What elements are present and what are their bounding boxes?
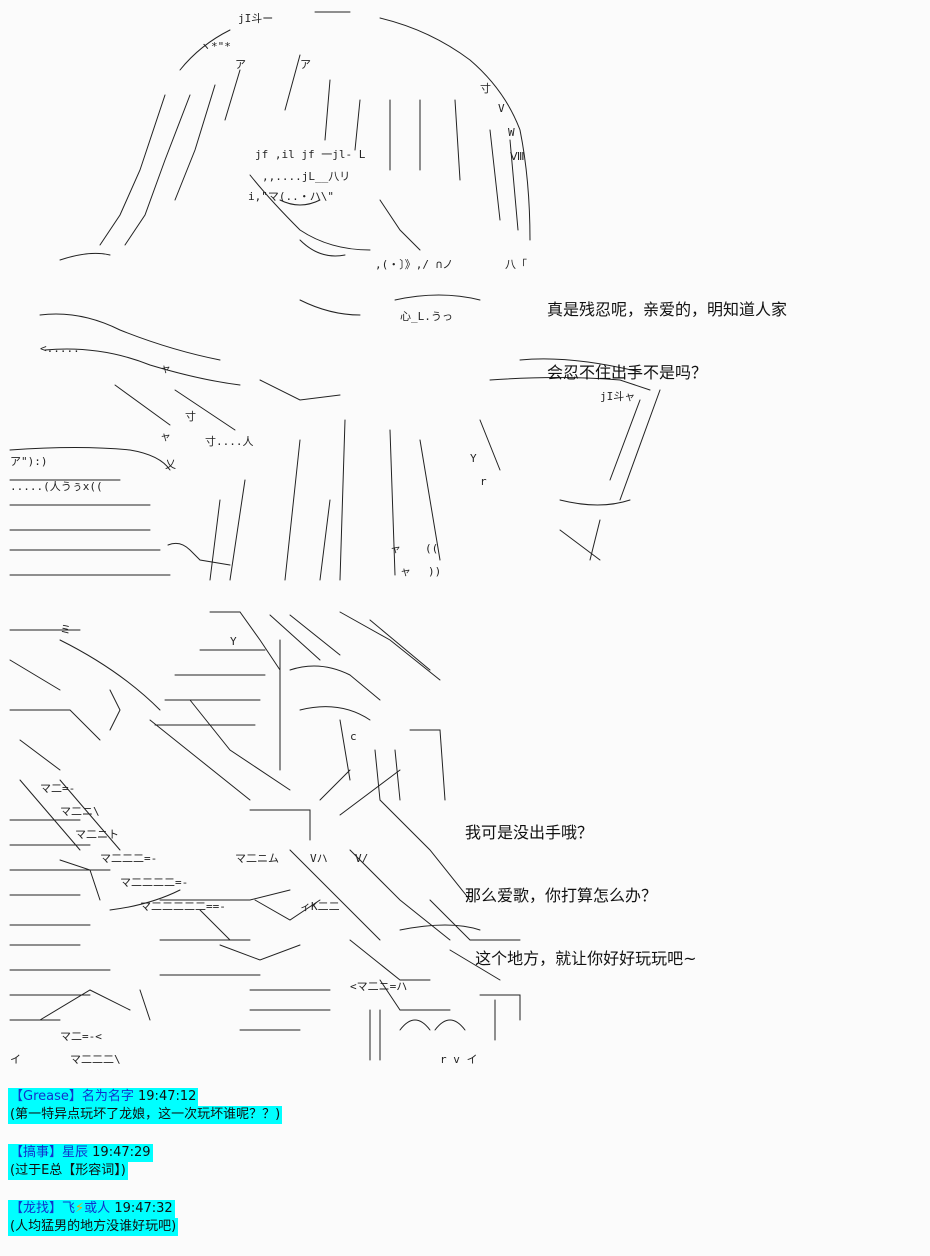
svg-text:,,....jL__八リ: ,,....jL__八リ bbox=[262, 170, 350, 183]
comment-user-prefix: 【龙找】飞 bbox=[10, 1201, 76, 1216]
comment-user[interactable]: 【Grease】名为名字 bbox=[10, 1089, 134, 1104]
svg-text:<.....: <..... bbox=[40, 342, 80, 355]
comment-header: 【Grease】名为名字 19:47:12 bbox=[8, 1088, 199, 1106]
svg-text:ヽ*"*: ヽ*"* bbox=[200, 40, 231, 53]
dialogue-panel-top: 真是残忍呢，亲爱的，明知道人家 会忍不住出手不是吗？ bbox=[547, 257, 787, 425]
svg-text:イ: イ bbox=[10, 1053, 21, 1066]
svg-text:jI斗ー: jI斗ー bbox=[238, 12, 273, 25]
svg-text:心_L.うっ: 心_L.うっ bbox=[400, 310, 453, 323]
ascii-art-characters-top: jI斗ー ヽ*"* ア ア 寸 V W Ⅷ jf ,il jf 一jl- L ,… bbox=[10, 12, 635, 578]
dialogue-line-4: 那么爱歌，你打算怎么办？ bbox=[465, 886, 658, 905]
dialogue-line-5: 这个地方，就让你好好玩玩吧~ bbox=[465, 949, 697, 968]
ascii-art-panel-top: jI斗ー ヽ*"* ア ア 寸 V W Ⅷ jf ,il jf 一jl- L ,… bbox=[0, 0, 930, 600]
comment-time: 19:47:32 bbox=[114, 1201, 173, 1216]
svg-text:V: V bbox=[498, 102, 505, 115]
svg-text:寸: 寸 bbox=[480, 81, 491, 95]
svg-text:ア: ア bbox=[235, 58, 246, 71]
comment-item: 【龙找】飞⚡或人 19:47:32 (人均猛男的地方没谁好玩吧) bbox=[8, 1200, 908, 1236]
svg-text:マ二ニト: マ二ニト bbox=[75, 828, 119, 841]
ascii-art-drawing-bottom bbox=[9, 611, 521, 1061]
svg-text:ャ: ャ bbox=[400, 565, 411, 578]
ascii-art-characters-bottom: ミ Y マ二=- マ二ニ\ マ二ニト マ二二二=- マ二二二二=- マ二二二二二… bbox=[10, 623, 478, 1066]
comment-header: 【龙找】飞⚡或人 19:47:32 bbox=[8, 1200, 175, 1218]
svg-text:マ二二二二二==-: マ二二二二二==- bbox=[140, 900, 226, 913]
comment-item: 【Grease】名为名字 19:47:12 (第一特异点玩坏了龙娘，这一次玩坏谁… bbox=[8, 1088, 908, 1124]
svg-text:ャ: ャ bbox=[160, 362, 171, 375]
svg-text:マ二=-<: マ二=-< bbox=[60, 1030, 102, 1043]
svg-text:((: (( bbox=[425, 542, 438, 555]
comment-header: 【搞事】星辰 19:47:29 bbox=[8, 1144, 153, 1162]
svg-text:<マ二ニ=ハ: <マ二ニ=ハ bbox=[350, 980, 407, 993]
comment-time: 19:47:29 bbox=[92, 1145, 151, 1160]
svg-text:.....(人うぅx((: .....(人うぅx(( bbox=[10, 480, 103, 493]
svg-text:jI斗ャ: jI斗ャ bbox=[600, 390, 635, 403]
svg-text:Y: Y bbox=[470, 452, 477, 465]
svg-text:マ二二二\: マ二二二\ bbox=[70, 1053, 121, 1066]
comment-text: (过于E总【形容词】) bbox=[8, 1162, 128, 1180]
svg-text:ミ: ミ bbox=[60, 623, 71, 636]
svg-text:jf ,il jf 一jl- L: jf ,il jf 一jl- L bbox=[255, 148, 366, 161]
svg-text:ア: ア bbox=[300, 58, 311, 71]
svg-text:)): )) bbox=[428, 565, 441, 578]
svg-text:八「: 八「 bbox=[505, 258, 527, 271]
svg-text:マ二ニ\: マ二ニ\ bbox=[60, 805, 100, 818]
svg-text:マ二ニム: マ二ニム bbox=[235, 852, 279, 865]
comment-item: 【搞事】星辰 19:47:29 (过于E总【形容词】) bbox=[8, 1144, 908, 1180]
ascii-art-panel-bottom: ミ Y マ二=- マ二ニ\ マ二ニト マ二二二=- マ二二二二=- マ二二二二二… bbox=[0, 600, 930, 1080]
svg-text:ア"):): ア"):) bbox=[10, 455, 48, 468]
dialogue-line-1: 真是残忍呢，亲爱的，明知道人家 bbox=[547, 300, 788, 319]
svg-text:r v イ: r v イ bbox=[440, 1053, 478, 1066]
svg-text:ャ: ャ bbox=[160, 430, 171, 443]
svg-text:Y: Y bbox=[230, 635, 237, 648]
svg-text:V/: V/ bbox=[355, 852, 368, 865]
svg-text:寸: 寸 bbox=[185, 409, 196, 423]
ascii-art-drawing-top bbox=[9, 11, 661, 581]
svg-text:マ二二二二=-: マ二二二二=- bbox=[120, 876, 188, 889]
svg-text:Vハ: Vハ bbox=[310, 852, 328, 865]
comment-list: 【Grease】名为名字 19:47:12 (第一特异点玩坏了龙娘，这一次玩坏谁… bbox=[8, 1088, 908, 1256]
comment-time: 19:47:12 bbox=[138, 1089, 197, 1104]
svg-text:ィK二二: ィK二二 bbox=[300, 900, 340, 913]
svg-text:c: c bbox=[350, 730, 357, 743]
dialogue-line-2: 会忍不住出手不是吗？ bbox=[547, 363, 708, 382]
comment-text: (第一特异点玩坏了龙娘，这一次玩坏谁呢？？) bbox=[8, 1106, 283, 1124]
comment-user[interactable]: 【龙找】飞⚡或人 bbox=[10, 1201, 110, 1216]
svg-text:ャ: ャ bbox=[390, 542, 401, 555]
comment-user[interactable]: 【搞事】星辰 bbox=[10, 1145, 89, 1160]
comment-text: (人均猛男的地方没谁好玩吧) bbox=[8, 1218, 179, 1236]
svg-text:i,"マ(..・ハ\": i,"マ(..・ハ\" bbox=[248, 190, 334, 203]
svg-text:マ二二二=-: マ二二二=- bbox=[100, 852, 157, 865]
lightning-icon: ⚡ bbox=[75, 1201, 85, 1216]
svg-text:,(・〕》,/ ∩ノ: ,(・〕》,/ ∩ノ bbox=[375, 258, 453, 271]
dialogue-panel-bottom: 我可是没出手哦？ 那么爱歌，你打算怎么办？ 这个地方，就让你好好玩玩吧~ bbox=[465, 780, 697, 1011]
dialogue-line-3: 我可是没出手哦？ bbox=[465, 823, 594, 842]
comment-user-suffix: 或人 bbox=[84, 1201, 111, 1216]
svg-text:寸....人: 寸....人 bbox=[205, 434, 254, 448]
svg-text:r: r bbox=[480, 475, 487, 488]
svg-text:マ二=-: マ二=- bbox=[40, 782, 75, 795]
svg-text:乂: 乂 bbox=[165, 458, 176, 471]
svg-text:Ⅷ: Ⅷ bbox=[510, 150, 525, 163]
svg-text:W: W bbox=[508, 126, 515, 139]
